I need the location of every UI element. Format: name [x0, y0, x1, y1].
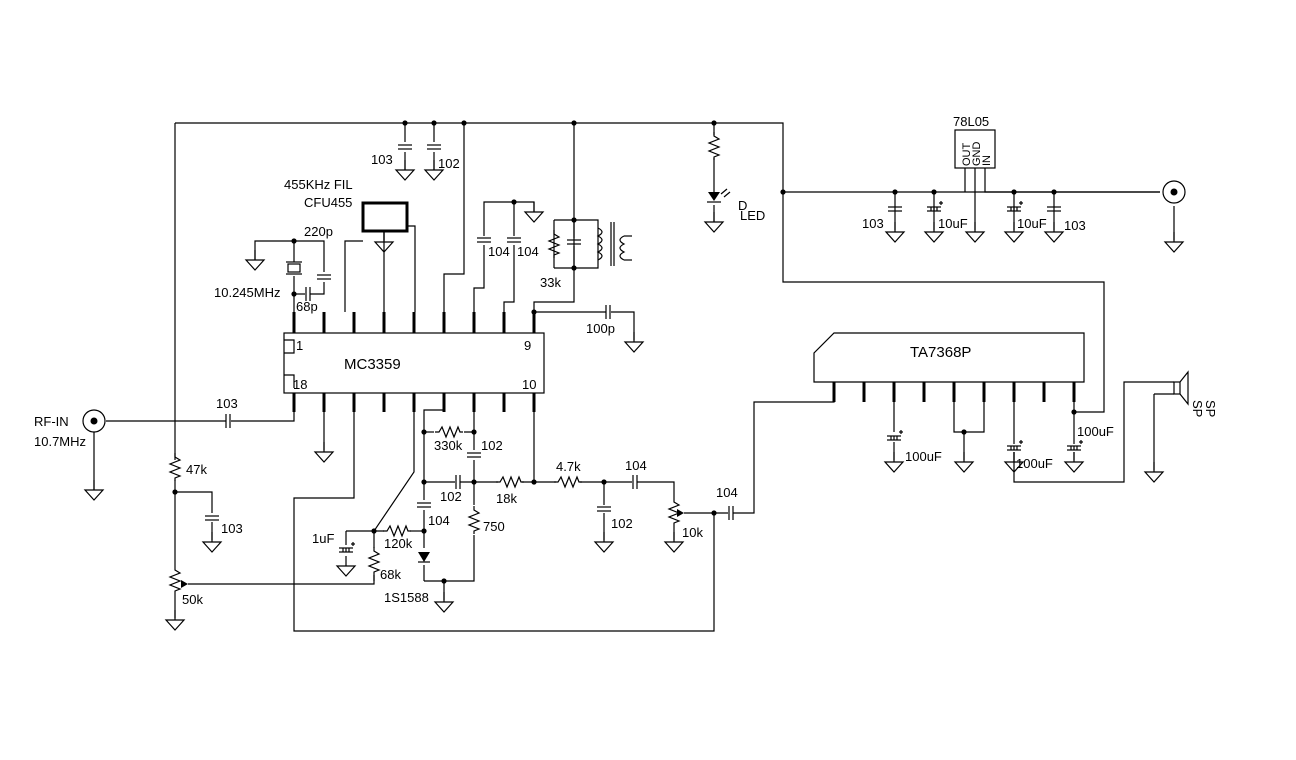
speaker: SP SP — [1154, 370, 1218, 417]
label-c103-r2: 103 — [1064, 218, 1086, 233]
ic1-pin1: 1 — [296, 338, 303, 353]
speaker-label-2: SP — [1203, 400, 1218, 417]
label-c103-r1: 103 — [862, 216, 884, 231]
filter-label-1: 455KHz FIL — [284, 177, 353, 192]
label-c100uf-b: 100uF — [1016, 456, 1053, 471]
label-r10k: 10k — [682, 525, 703, 540]
led: D LED — [707, 188, 765, 223]
label-c104-e: 104 — [428, 513, 450, 528]
reg-pin-in: IN — [981, 155, 993, 166]
label-c10uf-b: 10uF — [1017, 216, 1047, 231]
label-c102-d: 102 — [611, 516, 633, 531]
crystal: 10.245MHz — [214, 261, 302, 300]
rf-in-freq: 10.7MHz — [34, 434, 86, 449]
ic1-pin10: 10 — [522, 377, 536, 392]
ic1-pin18: 18 — [293, 377, 307, 392]
led-d: D — [738, 198, 747, 213]
label-r33k: 33k — [540, 275, 561, 290]
diode-1s1588: 1S1588 — [384, 552, 430, 605]
resistors — [169, 131, 720, 595]
label-c100uf-c: 100uF — [1077, 424, 1114, 439]
crystal-freq: 10.245MHz — [214, 285, 280, 300]
rf-in-label: RF-IN — [34, 414, 69, 429]
label-r330k: 330k — [434, 438, 463, 453]
ic-mc3359: MC3359 1 9 18 10 — [283, 312, 545, 412]
regulator-78l05: 78L05 OUT GND IN — [953, 114, 996, 169]
ic1-pin9: 9 — [524, 338, 531, 353]
ic1-name: MC3359 — [344, 356, 401, 373]
label-c220p: 220p — [304, 224, 333, 239]
label-c1uf: 1uF — [312, 531, 334, 546]
label-c10uf-a: 10uF — [938, 216, 968, 231]
label-c103-b: 103 — [221, 521, 243, 536]
filter-label-2: CFU455 — [304, 195, 352, 210]
label-c100p: 100p — [586, 321, 615, 336]
label-c103-top: 103 — [371, 152, 393, 167]
label-c102-c: 102 — [440, 489, 462, 504]
label-c103-in: 103 — [216, 396, 238, 411]
label-r50k: 50k — [182, 592, 203, 607]
diode-label: 1S1588 — [384, 590, 429, 605]
label-c102-b: 102 — [481, 438, 503, 453]
label-c68p: 68p — [296, 299, 318, 314]
label-r68k: 68k — [380, 567, 401, 582]
speaker-label-1: SP — [1190, 400, 1205, 417]
label-r120k: 120k — [384, 536, 413, 551]
rf-in-jack: RF-IN 10.7MHz — [34, 409, 106, 449]
label-c104-d: 104 — [716, 485, 738, 500]
reg-pin-gnd: GND — [971, 142, 983, 167]
label-r47k: 47k — [186, 462, 207, 477]
label-c104-a: 104 — [488, 244, 510, 259]
label-c104-b: 104 — [517, 244, 539, 259]
ceramic-filter: 455KHz FIL CFU455 — [284, 177, 409, 253]
if-transformer — [596, 222, 632, 266]
reg-pin-out: OUT — [961, 143, 973, 167]
label-r4-7k: 4.7k — [556, 459, 581, 474]
label-c100uf-a: 100uF — [905, 449, 942, 464]
led-label: LED — [740, 208, 765, 223]
ic2-name: TA7368P — [910, 344, 971, 361]
label-r750: 750 — [483, 519, 505, 534]
component-labels: 103 102 220p 68p 104 104 33k 100p 103 33… — [182, 152, 1114, 607]
label-r18k: 18k — [496, 491, 517, 506]
ic-ta7368p: TA7368P — [813, 332, 1085, 402]
regulator-name: 78L05 — [953, 114, 989, 129]
power-jack — [1162, 180, 1186, 204]
label-c104-c: 104 — [625, 458, 647, 473]
label-c102-top: 102 — [438, 156, 460, 171]
